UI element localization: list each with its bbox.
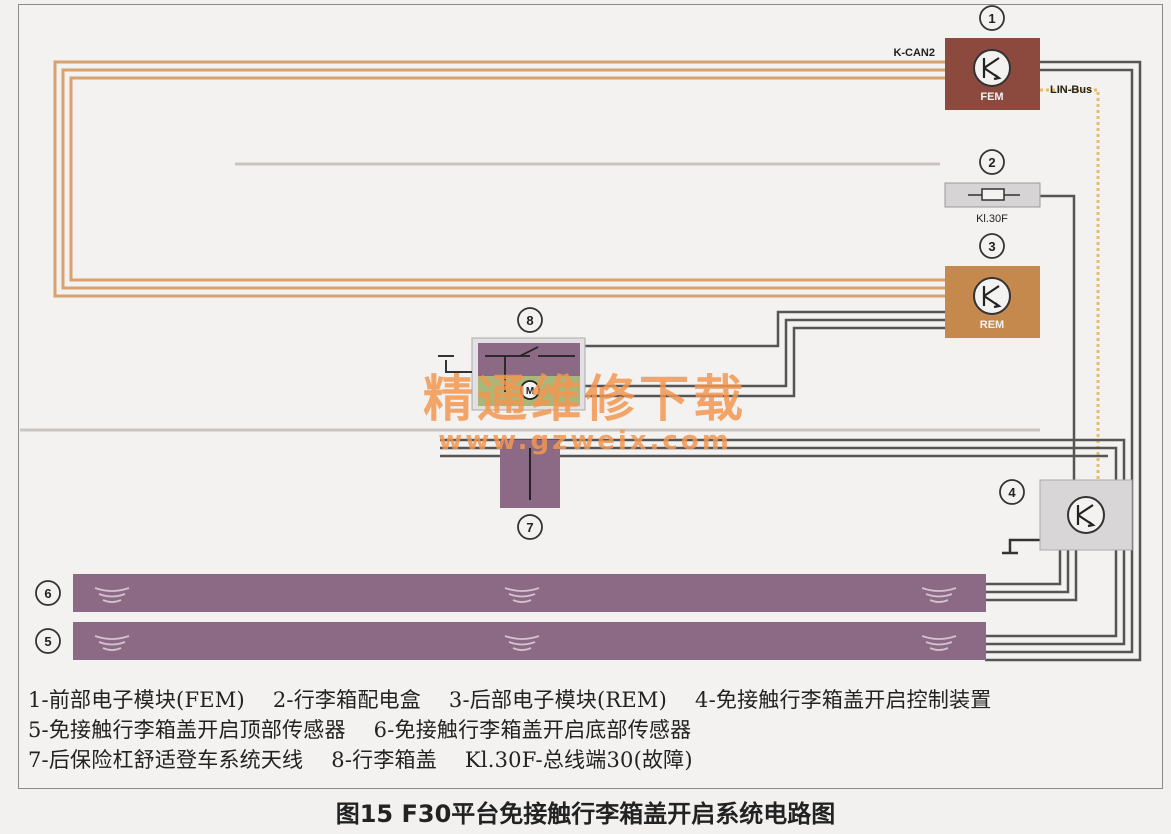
legend-line-3: 7-后保险杠舒适登车系统天线 8-行李箱盖 Kl.30F-总线端30(故障)	[28, 744, 721, 774]
lin-label: LIN-Bus	[1050, 84, 1092, 96]
sensor-wave-icons	[94, 587, 957, 651]
rem-lid-wires	[585, 310, 945, 398]
legend-line-2: 5-免接触行李箱盖开启顶部传感器 6-免接触行李箱盖开启底部传感器	[28, 714, 719, 744]
legend-item: 5-免接触行李箱盖开启顶部传感器	[28, 718, 346, 742]
marker-2-label: 2	[988, 155, 995, 170]
bottom-sensor-bar	[73, 574, 986, 612]
legend-item: 4-免接触行李箱盖开启控制装置	[695, 688, 992, 712]
controller-sensor-wires	[985, 550, 1078, 602]
legend-item: 2-行李箱配电盒	[272, 688, 421, 712]
legend-item: Kl.30F-总线端30(故障)	[464, 748, 693, 772]
marker-7	[517, 514, 543, 540]
marker-1	[979, 5, 1005, 31]
marker-5-label: 5	[44, 634, 51, 649]
legend-line-1: 1-前部电子模块(FEM) 2-行李箱配电盒 3-后部电子模块(REM) 4-免接触行…	[28, 684, 991, 714]
fuse-icon	[981, 188, 1005, 201]
transistor-icon	[1067, 496, 1105, 534]
marker-4-label: 4	[1008, 485, 1016, 500]
legend-item: 8-行李箱盖	[331, 748, 437, 772]
kl30f-wire	[1040, 194, 1076, 480]
fem-label: FEM	[980, 91, 1003, 103]
legend-item: 1-前部电子模块(FEM)	[28, 688, 245, 712]
trunk-lid-switch-area	[478, 343, 580, 376]
marker-7-label: 7	[526, 520, 533, 535]
transistor-icon	[973, 277, 1011, 315]
marker-5	[35, 628, 61, 654]
kcan-label: K-CAN2	[893, 47, 935, 59]
kl30f-label: Kl.30F	[976, 213, 1008, 225]
fem-power-wires	[985, 60, 1142, 662]
rem-label: REM	[980, 319, 1004, 331]
marker-4	[999, 479, 1025, 505]
top-sensor-bar	[73, 622, 986, 660]
legend-item: 3-后部电子模块(REM)	[448, 688, 668, 712]
marker-1-label: 1	[988, 11, 995, 26]
transistor-icon	[973, 49, 1011, 87]
figure-title: 图15 F30平台免接触行李箱盖开启系统电路图	[335, 800, 836, 828]
legend-item: 6-免接触行李箱盖开启底部传感器	[373, 718, 692, 742]
motor-icon	[520, 380, 540, 400]
marker-6-label: 6	[44, 586, 51, 601]
svg-text:M: M	[526, 386, 534, 397]
kcan-bus-wires	[53, 60, 945, 298]
marker-6	[35, 580, 61, 606]
marker-3	[979, 233, 1005, 259]
legend-item: 7-后保险杠舒适登车系统天线	[28, 748, 304, 772]
marker-2	[979, 149, 1005, 175]
ground-symbol	[1002, 538, 1040, 555]
marker-8-label: 8	[526, 313, 533, 328]
marker-8	[517, 307, 543, 333]
lin-bus-wire	[1040, 88, 1100, 480]
marker-3-label: 3	[988, 239, 995, 254]
